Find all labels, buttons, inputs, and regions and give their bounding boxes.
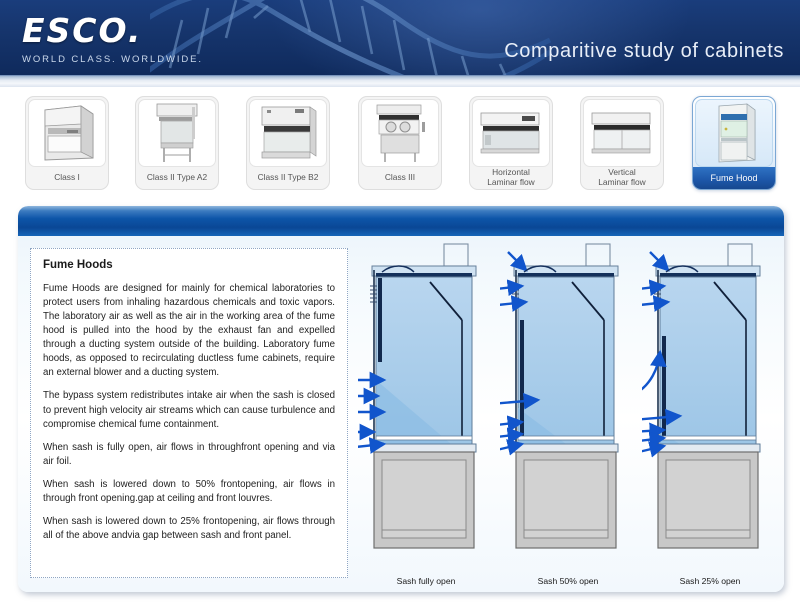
tab-label: Class I — [54, 172, 80, 183]
diagram-caption: Sash 25% open — [679, 576, 741, 586]
cabinet-thumbnail-icon — [138, 99, 216, 167]
cabinet-thumbnail-icon — [361, 99, 439, 167]
diagram-sash-50-open: Sash 50% open — [500, 240, 636, 588]
paragraph-sash-50: When sash is lowered down to 50% frontop… — [43, 478, 335, 504]
paragraph-intro: Fume Hoods are designed for mainly for c… — [43, 283, 335, 379]
panel-header-bar — [18, 206, 784, 236]
page-title: Comparitive study of cabinets — [504, 40, 784, 62]
paragraph-sash-25: When sash is lowered down to 25% frontop… — [43, 515, 335, 541]
tab-class-ii-type-b2[interactable]: Class II Type B2 — [246, 96, 330, 190]
fume-hood-diagram-group: Sash fully open — [358, 240, 778, 588]
tab-label-line2: Laminar flow — [487, 177, 535, 187]
fume-hood-cross-section-icon — [642, 243, 761, 549]
tab-label: Class II Type B2 — [257, 172, 319, 183]
tab-label: Fume Hood — [693, 167, 775, 189]
panel-body: Fume Hoods Fume Hoods are designed for m… — [18, 236, 784, 592]
diagram-sash-fully-open: Sash fully open — [358, 240, 494, 588]
tab-fume-hood[interactable]: Fume Hood — [692, 96, 776, 190]
tab-label: Class II Type A2 — [146, 172, 208, 183]
content-panel: Fume Hoods Fume Hoods are designed for m… — [18, 206, 784, 592]
section-heading: Fume Hoods — [43, 259, 113, 271]
tab-label-line2: Laminar flow — [598, 177, 646, 187]
cabinet-thumbnail-icon — [28, 99, 106, 167]
esco-logo[interactable]: ESCO. WORLD CLASS. WORLDWIDE. — [22, 14, 203, 65]
paragraph-sash-full: When sash is fully open, air flows in th… — [43, 441, 335, 467]
cabinet-type-tabstrip: Class I Class II Type A2 — [0, 90, 800, 198]
logo-tagline: WORLD CLASS. WORLDWIDE. — [22, 54, 203, 65]
fume-hood-cross-section-icon — [500, 243, 619, 549]
description-textbox: Fume Hoods Fume Hoods are designed for m… — [30, 248, 348, 578]
tab-label: Class III — [384, 172, 416, 183]
dna-helix-graphic — [150, 0, 552, 75]
diagram-caption: Sash fully open — [396, 576, 456, 586]
cabinet-thumbnail-icon — [472, 99, 550, 167]
tab-class-i[interactable]: Class I — [25, 96, 109, 190]
fume-hood-thumbnail-icon — [695, 99, 773, 167]
fume-hood-cross-section-icon — [358, 243, 477, 549]
tab-class-ii-type-a2[interactable]: Class II Type A2 — [135, 96, 219, 190]
cabinet-thumbnail-icon — [583, 99, 661, 167]
logo-wordmark: ESCO. — [22, 11, 143, 50]
tab-class-iii[interactable]: Class III — [358, 96, 442, 190]
diagram-sash-25-open: Sash 25% open — [642, 240, 778, 588]
diagram-caption: Sash 50% open — [537, 576, 599, 586]
page-header: ESCO. WORLD CLASS. WORLDWIDE. Comparitiv… — [0, 0, 800, 75]
paragraph-bypass: The bypass system redistributes intake a… — [43, 390, 335, 430]
tab-label-line1: Horizontal — [492, 167, 530, 178]
tab-label-line1: Vertical — [608, 167, 636, 178]
cabinet-thumbnail-icon — [249, 99, 327, 167]
header-divider — [0, 75, 800, 87]
